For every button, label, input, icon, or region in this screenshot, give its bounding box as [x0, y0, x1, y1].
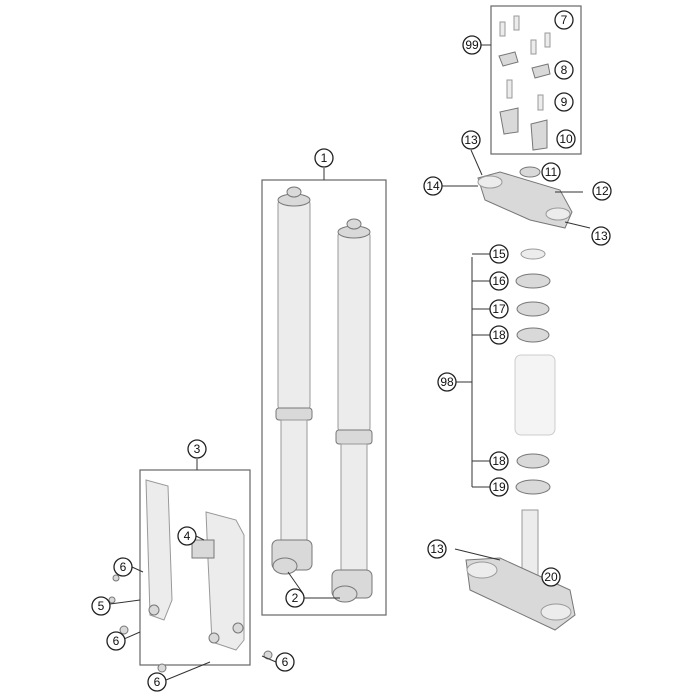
callout-13: 13	[461, 130, 481, 150]
svg-text:1: 1	[321, 151, 328, 165]
svg-text:6: 6	[154, 675, 161, 689]
lower-triple-clamp	[454, 509, 576, 631]
svg-text:19: 19	[492, 480, 506, 494]
svg-text:17: 17	[492, 302, 506, 316]
fork-guard-group-box	[139, 469, 251, 666]
callout-17: 17	[489, 299, 509, 319]
fork-leg-left	[271, 186, 313, 575]
callout-6: 6	[113, 557, 133, 577]
callout-13: 13	[591, 226, 611, 246]
callout-18: 18	[489, 325, 509, 345]
svg-text:98: 98	[440, 375, 454, 389]
screws-guard	[108, 574, 273, 673]
handlebar-clamp-kit-box	[490, 5, 582, 155]
svg-text:18: 18	[492, 454, 506, 468]
callout-10: 10	[556, 129, 576, 149]
svg-text:16: 16	[492, 274, 506, 288]
svg-text:6: 6	[120, 560, 127, 574]
callout-19: 19	[489, 477, 509, 497]
svg-text:9: 9	[561, 95, 568, 109]
svg-text:2: 2	[292, 591, 299, 605]
callout-13: 13	[427, 539, 447, 559]
svg-text:20: 20	[544, 570, 558, 584]
callout-11: 11	[541, 162, 561, 182]
leader-lines	[109, 44, 491, 681]
callout-1: 1	[314, 148, 334, 168]
callout-6: 6	[275, 652, 295, 672]
svg-text:99: 99	[465, 38, 479, 52]
svg-text:6: 6	[113, 634, 120, 648]
steering-bearing-stack	[514, 248, 556, 495]
upper-triple-clamp	[477, 166, 591, 229]
callout-16: 16	[489, 271, 509, 291]
svg-text:12: 12	[595, 184, 609, 198]
callout-9: 9	[554, 92, 574, 112]
svg-text:15: 15	[492, 247, 506, 261]
callout-14: 14	[423, 176, 443, 196]
callout-6: 6	[106, 631, 126, 651]
callout-99: 99	[462, 35, 482, 55]
svg-text:5: 5	[98, 599, 105, 613]
callout-15: 15	[489, 244, 509, 264]
svg-text:6: 6	[282, 655, 289, 669]
callout-12: 12	[592, 181, 612, 201]
svg-text:13: 13	[594, 229, 608, 243]
svg-text:4: 4	[184, 529, 191, 543]
svg-text:13: 13	[430, 542, 444, 556]
callout-2: 2	[285, 588, 305, 608]
svg-text:18: 18	[492, 328, 506, 342]
handlebar-clamp-kit-parts	[498, 15, 551, 151]
svg-text:10: 10	[559, 132, 573, 146]
callout-5: 5	[91, 596, 111, 616]
fork-leg-right	[331, 218, 373, 603]
callout-6: 6	[147, 672, 167, 692]
fork-guard-left	[145, 479, 173, 621]
callout-4: 4	[177, 526, 197, 546]
svg-text:7: 7	[561, 13, 568, 27]
callout-98: 98	[437, 372, 457, 392]
svg-text:3: 3	[194, 442, 201, 456]
fork-guard-right	[191, 511, 245, 651]
svg-text:11: 11	[545, 165, 558, 179]
callout-8: 8	[554, 60, 574, 80]
svg-text:8: 8	[561, 63, 568, 77]
svg-text:14: 14	[426, 179, 440, 193]
callout-18: 18	[489, 451, 509, 471]
callout-20: 20	[541, 567, 561, 587]
callout-3: 3	[187, 439, 207, 459]
svg-text:13: 13	[464, 133, 478, 147]
callout-7: 7	[554, 10, 574, 30]
